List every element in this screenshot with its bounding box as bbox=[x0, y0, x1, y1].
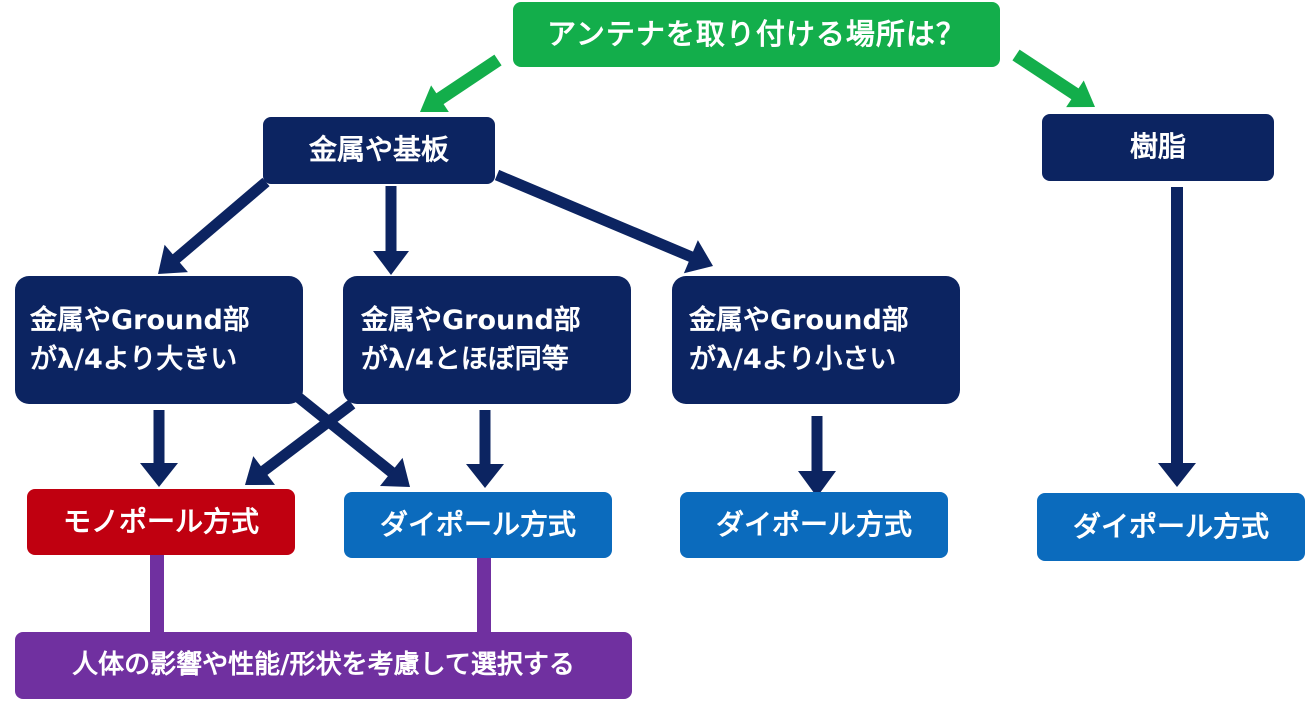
arrow-resin-to-dipole bbox=[1158, 187, 1196, 487]
condition-larger-box: 金属やGround部 がλ/4より大きい bbox=[15, 276, 303, 404]
arrow-larger-to-monopole-head bbox=[140, 463, 178, 487]
arrow-metal-to-larger bbox=[158, 177, 270, 274]
dipole-text-resin: ダイポール方式 bbox=[1072, 509, 1269, 543]
monopole-text: モノポール方式 bbox=[62, 504, 259, 538]
arrow-larger-to-monopole bbox=[140, 410, 178, 487]
dipole-box-resin: ダイポール方式 bbox=[1037, 493, 1305, 561]
dipole-text-equal: ダイポール方式 bbox=[379, 507, 576, 541]
condition-smaller-box: 金属やGround部 がλ/4より小さい bbox=[672, 276, 960, 404]
dipole-box-smaller: ダイポール方式 bbox=[680, 492, 948, 558]
dipole-text-smaller: ダイポール方式 bbox=[715, 507, 912, 541]
note-text: 人体の影響や性能/形状を考慮して選択する bbox=[72, 649, 575, 680]
condition-smaller-line2: がλ/4より小さい bbox=[689, 344, 897, 375]
condition-equal-line1: 金属やGround部 bbox=[361, 304, 581, 336]
arrow-question-to-metal-shaft bbox=[434, 54, 502, 106]
arrow-equal-to-monopole-shaft bbox=[259, 399, 356, 477]
connector-dipole-to-note bbox=[477, 555, 491, 634]
arrow-smaller-to-dipole bbox=[798, 416, 836, 497]
arrow-metal-to-smaller bbox=[494, 169, 713, 274]
arrow-question-to-resin-head bbox=[1066, 80, 1095, 108]
arrow-question-to-metal-head bbox=[420, 85, 449, 112]
arrow-resin-to-dipole-head bbox=[1158, 463, 1196, 487]
question-box: アンテナを取り付ける場所は？ bbox=[513, 2, 1000, 67]
arrow-metal-to-larger-shaft bbox=[171, 177, 270, 264]
arrow-metal-to-equal bbox=[373, 186, 409, 275]
monopole-box: モノポール方式 bbox=[27, 489, 295, 555]
note-box: 人体の影響や性能/形状を考慮して選択する bbox=[15, 632, 632, 699]
arrow-larger-to-dipole-head bbox=[380, 457, 410, 487]
arrow-larger-to-dipole bbox=[294, 392, 410, 487]
condition-equal-line2: がλ/4とほぼ同等 bbox=[361, 344, 569, 375]
arrow-larger-to-dipole-shaft bbox=[294, 392, 397, 478]
condition-larger-line2: がλ/4より大きい bbox=[30, 344, 238, 375]
dipole-box-equal: ダイポール方式 bbox=[344, 492, 612, 558]
condition-larger-line1: 金属やGround部 bbox=[30, 304, 250, 336]
arrow-metal-to-smaller-shaft bbox=[494, 169, 695, 263]
condition-smaller-line1: 金属やGround部 bbox=[689, 304, 909, 336]
metal-box: 金属や基板 bbox=[263, 117, 495, 184]
question-text: アンテナを取り付ける場所は？ bbox=[547, 17, 966, 52]
condition-equal-box: 金属やGround部 がλ/4とほぼ同等 bbox=[343, 276, 631, 404]
arrow-question-to-resin-shaft bbox=[1012, 49, 1081, 101]
arrow-metal-to-smaller-head bbox=[683, 240, 713, 274]
arrow-metal-to-equal-head bbox=[373, 251, 409, 275]
arrow-question-to-resin bbox=[1012, 49, 1095, 108]
arrow-equal-to-monopole bbox=[245, 399, 356, 485]
arrow-equal-to-dipole-head bbox=[466, 464, 504, 488]
arrow-metal-to-larger-head bbox=[158, 244, 188, 274]
resin-box: 樹脂 bbox=[1042, 114, 1274, 181]
arrow-question-to-metal bbox=[420, 54, 502, 112]
resin-text: 樹脂 bbox=[1129, 130, 1186, 164]
arrow-equal-to-dipole bbox=[466, 410, 504, 488]
arrow-equal-to-monopole-head bbox=[245, 456, 275, 485]
arrow-smaller-to-dipole-head bbox=[798, 471, 836, 497]
connector-monopole-to-note bbox=[150, 552, 164, 634]
metal-text: 金属や基板 bbox=[308, 133, 449, 167]
